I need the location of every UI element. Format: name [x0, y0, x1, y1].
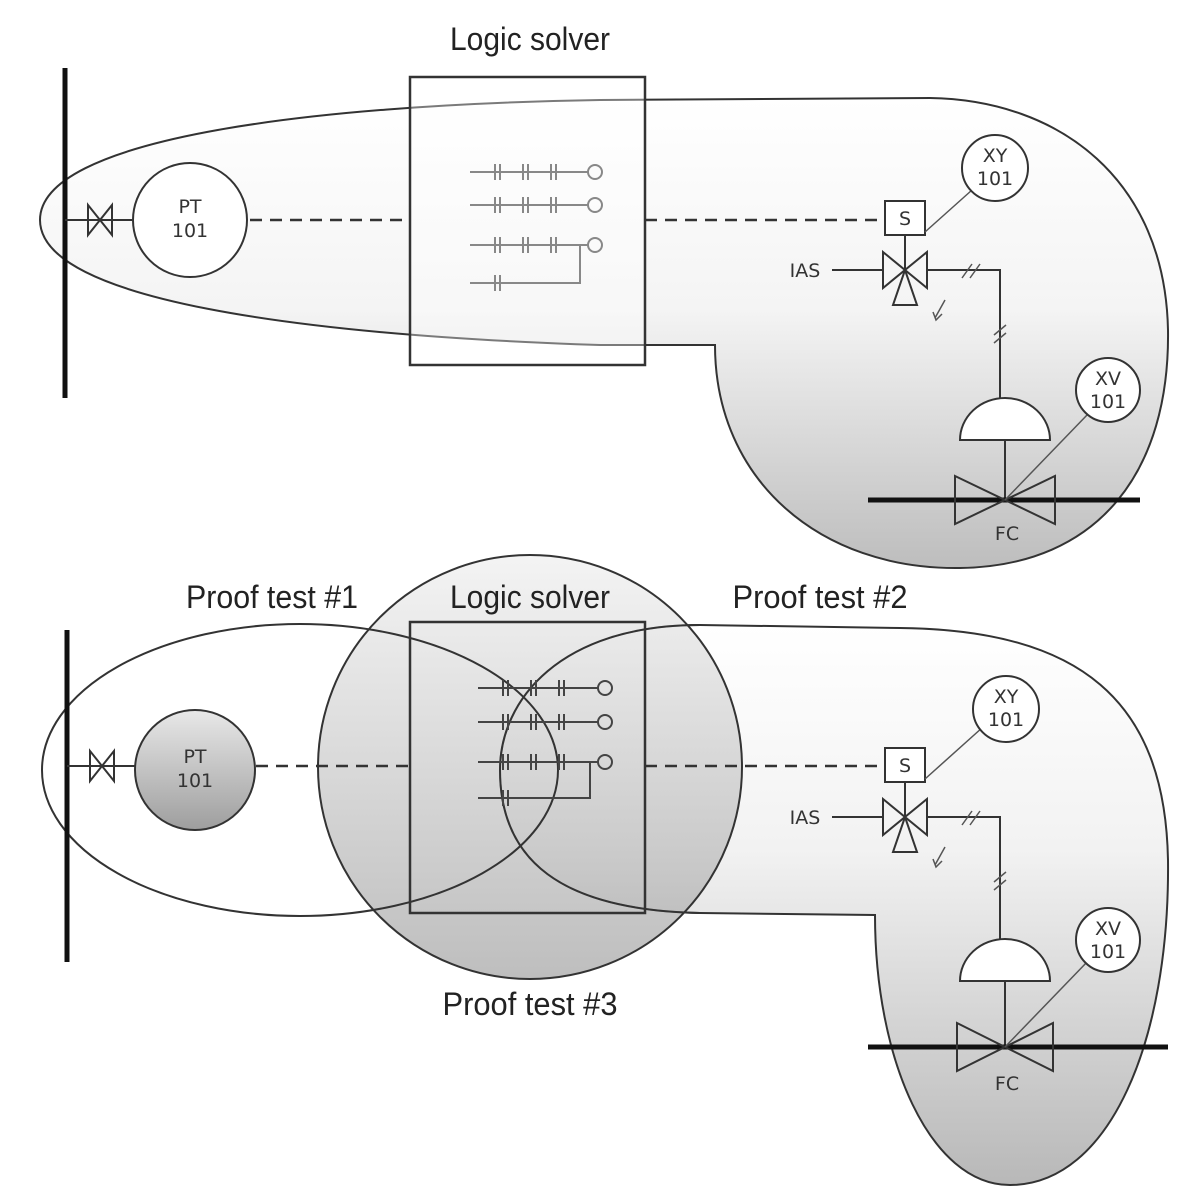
xy-101-bubble — [961, 134, 1029, 202]
xv-tag-letters: XV — [1095, 918, 1121, 940]
pt-tag-letters: PT — [183, 746, 206, 768]
xv-101-bubble — [1075, 357, 1141, 423]
fail-closed-label: FC — [995, 523, 1019, 545]
ias-label: IAS — [790, 807, 821, 829]
xy-tag-number: 101 — [977, 168, 1013, 190]
ias-label: IAS — [790, 260, 821, 282]
fail-closed-label: FC — [995, 1073, 1019, 1095]
root-valve-icon — [89, 748, 115, 784]
vent-arrow-icon — [932, 299, 946, 322]
final-element: S XY 101 IAS XV 101 FC — [790, 675, 1168, 1095]
pt-tag-number: 101 — [177, 770, 213, 792]
logic-solver-title: Logic solver — [450, 21, 610, 57]
three-way-valve-icon — [882, 796, 928, 853]
xv-tag-number: 101 — [1090, 391, 1126, 413]
xv-tag-number: 101 — [1090, 941, 1126, 963]
xy-tag-number: 101 — [988, 709, 1024, 731]
solenoid-label: S — [899, 755, 911, 777]
proof-test-3-label: Proof test #3 — [443, 986, 618, 1022]
logic-solver-box — [408, 620, 647, 915]
xv-101-bubble — [1075, 907, 1141, 973]
shutdown-valve-icon — [956, 1021, 1054, 1073]
vent-arrow-icon — [932, 846, 946, 869]
pt-101-transmitter — [134, 709, 256, 831]
three-way-valve-icon — [882, 249, 928, 306]
shutdown-valve-icon — [954, 474, 1056, 526]
pt-tag-number: 101 — [172, 220, 208, 242]
bottom-diagram: Proof test #1 Logic solver Proof test #2… — [41, 554, 1170, 1187]
top-diagram: Logic solver PT 101 S XY 101 IAS — [38, 21, 1170, 570]
ladder-logic-icon — [470, 164, 603, 291]
final-element: S XY 101 IAS XV 101 FC — [790, 134, 1141, 545]
xy-tag-letters: XY — [994, 686, 1019, 708]
xy-101-bubble — [972, 675, 1040, 743]
logic-solver-title: Logic solver — [450, 579, 610, 615]
pt-101-transmitter — [132, 162, 248, 278]
proof-test-2-label: Proof test #2 — [733, 579, 908, 615]
ladder-logic-icon — [478, 680, 613, 806]
solenoid-box — [884, 747, 926, 783]
xy-tag-letters: XY — [983, 145, 1008, 167]
solenoid-box — [884, 200, 926, 236]
actuator-icon — [958, 938, 1052, 982]
xv-tag-letters: XV — [1095, 368, 1121, 390]
root-valve-icon — [87, 202, 113, 238]
logic-solver-box — [408, 75, 647, 367]
proof-test-1-label: Proof test #1 — [186, 579, 358, 615]
pt-tag-letters: PT — [178, 196, 201, 218]
actuator-icon — [958, 397, 1052, 441]
solenoid-label: S — [899, 208, 911, 230]
